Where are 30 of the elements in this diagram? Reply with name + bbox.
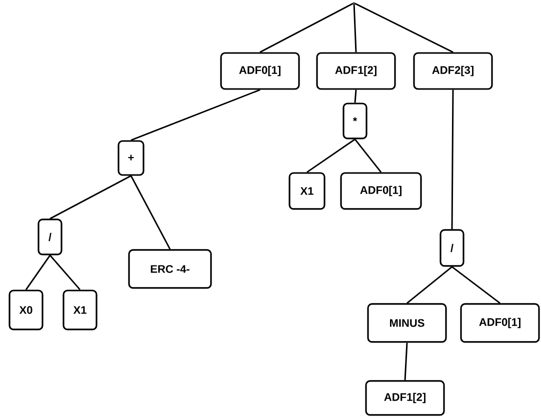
- tree-node-box: /: [440, 229, 464, 267]
- tree-edge: [130, 175, 171, 250]
- tree-edge: [260, 2, 354, 53]
- tree-node-box: ERC -4-: [128, 249, 212, 289]
- tree-edge: [354, 138, 382, 173]
- tree-node-box: X1: [62, 290, 98, 330]
- tree-node-box: ADF0[1]: [460, 303, 540, 343]
- tree-node-box: X1: [288, 172, 326, 210]
- tree-node-box: MINUS: [367, 303, 447, 343]
- tree-edge: [353, 4, 357, 52]
- tree-node-box: ADF0[1]: [220, 52, 300, 90]
- tree-edge: [25, 254, 51, 290]
- tree-node-box: +: [118, 140, 144, 176]
- tree-edge: [451, 90, 454, 230]
- tree-edge: [50, 175, 132, 220]
- tree-node-box: ADF2[3]: [413, 52, 493, 90]
- tree-node-box: ADF1[2]: [316, 52, 396, 90]
- tree-edge: [130, 89, 260, 141]
- tree-node-box: ADF1[2]: [365, 380, 445, 416]
- tree-edge: [49, 254, 81, 290]
- tree-node-box: ADF0[1]: [340, 172, 422, 210]
- tree-node-box: X0: [8, 290, 44, 330]
- tree-edge: [306, 138, 356, 173]
- tree-edge: [404, 342, 408, 380]
- tree-edge: [354, 2, 454, 53]
- tree-edge: [452, 266, 500, 304]
- tree-edge: [406, 266, 452, 304]
- tree-node-box: *: [342, 102, 368, 140]
- tree-node-box: /: [38, 218, 62, 256]
- tree-edge: [354, 90, 357, 103]
